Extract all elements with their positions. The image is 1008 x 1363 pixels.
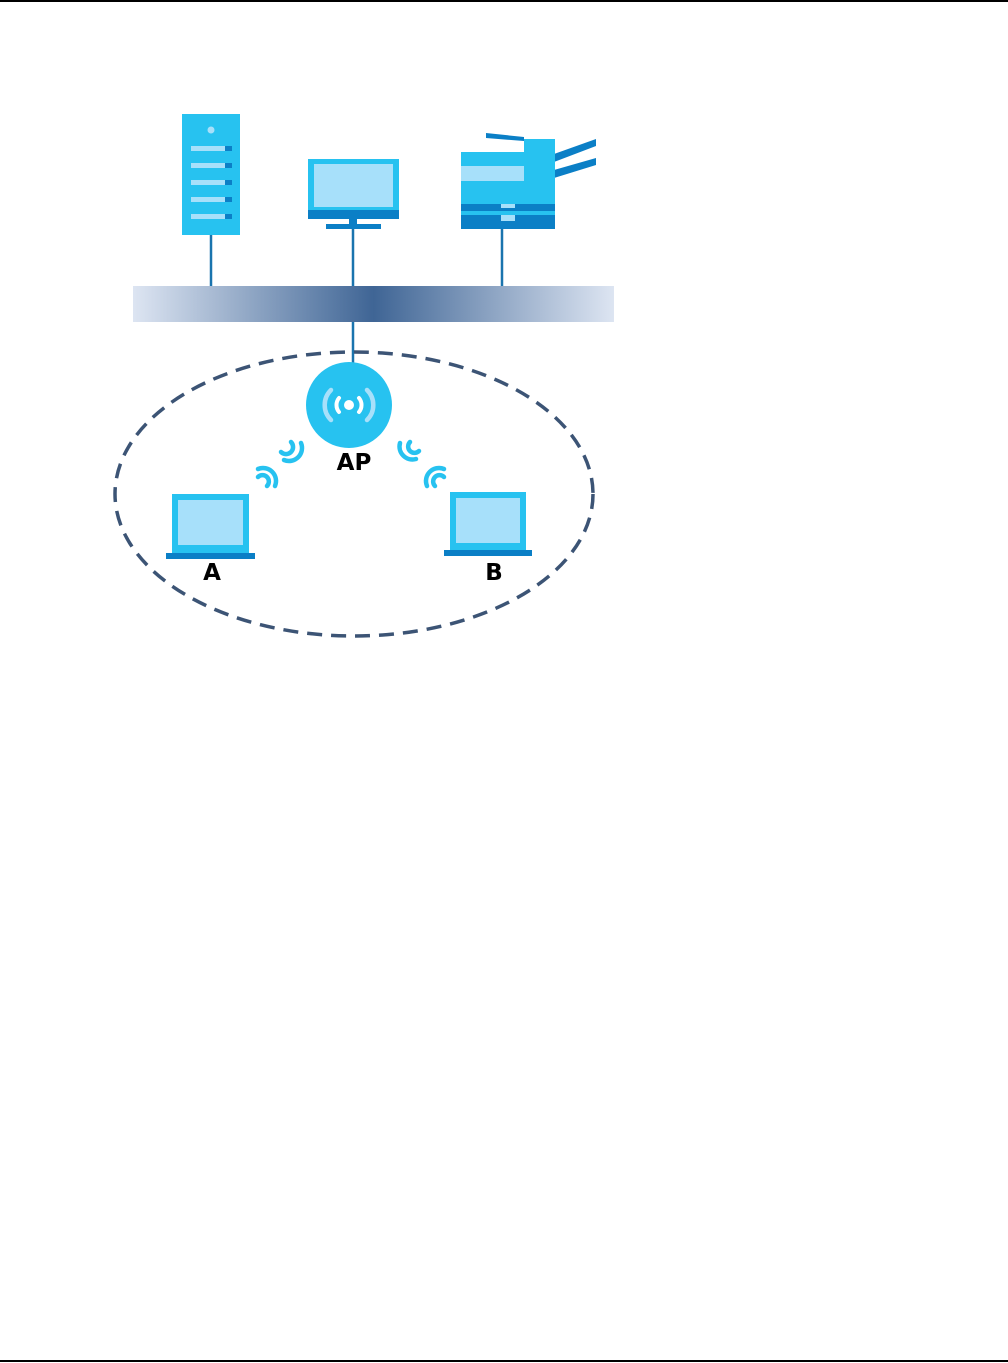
monitor-icon: [308, 159, 399, 229]
printer-icon: [461, 133, 596, 229]
ap-label: AP: [337, 450, 372, 476]
client-b-label: B: [485, 560, 503, 586]
laptop-icon: [444, 492, 532, 556]
laptop-icon: [166, 494, 255, 559]
wifi-signal-icon: [400, 442, 444, 486]
bottom-rule: [0, 1360, 1008, 1362]
access-point-icon: [306, 362, 392, 448]
wifi-signal-icon: [258, 442, 302, 486]
client-a-label: A: [203, 560, 221, 586]
network-backbone: [133, 286, 614, 322]
server-icon: [182, 114, 240, 235]
